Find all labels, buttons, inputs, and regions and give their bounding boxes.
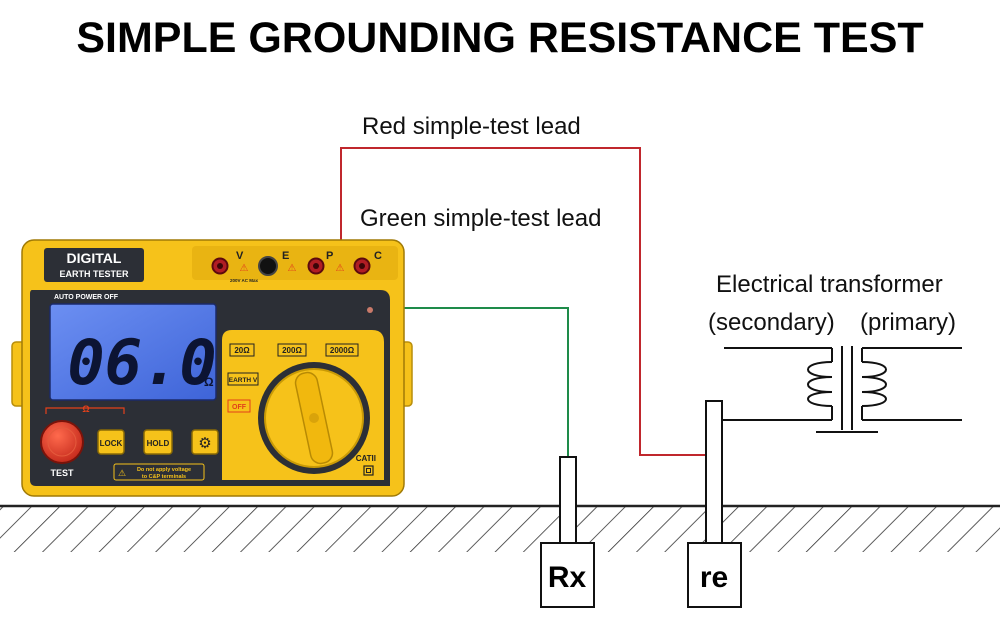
test-button[interactable] [40,420,84,464]
warning-voltage-label: 200V AC Max [230,278,259,283]
lcd-display [49,303,217,401]
settings-button[interactable] [191,429,219,455]
auto-power-off-label: AUTO POWER OFF [54,294,119,301]
brand-line2: EARTH TESTER [59,269,129,279]
cat-rating-label: CATII [356,454,376,463]
caution-plate [113,463,205,481]
warning-e-icon: ⚠ [288,263,297,274]
range-200-label: 200Ω [282,346,302,355]
omega-bracket-label: Ω [82,404,89,414]
rx-label: Rx [548,561,587,594]
lock-button[interactable] [97,429,125,455]
lcd-value: 06.0 [67,326,216,399]
terminal-e-label: E [282,250,289,262]
earth-v-label: EARTH V [229,377,258,384]
re-label: re [700,561,728,594]
double-insulation-icon [363,465,374,476]
rx-ground-rod: Rx [540,456,595,608]
terminal-v-label: V [236,250,244,262]
warning-p-icon: ⚠ [336,263,345,274]
brand-plate [44,248,144,282]
brand-line1: DIGITAL [67,250,122,266]
primary-label: (primary) [860,309,956,336]
lock-button-label: LOCK [100,439,123,448]
red-lead-label: Red simple-test lead [362,113,581,140]
secondary-label: (secondary) [708,309,835,336]
transformer-label: Electrical transformer [716,271,943,298]
rotary-selector-dial[interactable] [258,362,370,474]
range-20-label: 20Ω [234,346,250,355]
terminal-e[interactable] [258,256,278,276]
range-2000-label: 2000Ω [330,346,355,355]
caution-label: Do not apply voltage [137,467,191,473]
re-ground-rod: re [687,400,742,608]
secondary-coil [807,361,833,407]
warning-v-icon: ⚠ [240,263,249,274]
lcd-unit: Ω [204,375,214,389]
primary-coil [861,361,887,407]
off-label: OFF [232,404,247,411]
caution-icon: ⚠ [118,468,126,478]
ground [0,504,1000,552]
hold-button[interactable] [143,429,173,455]
earth-tester-meter: DIGITAL EARTH TESTER AUTO POWER OFF 06.0… [11,239,413,497]
gear-icon: ⚙ [198,435,211,452]
test-button-label: TEST [50,468,74,478]
green-lead-label: Green simple-test lead [360,205,601,232]
hold-button-label: HOLD [147,439,170,448]
diagram-title: SIMPLE GROUNDING RESISTANCE TEST [76,14,923,62]
terminal-c-label: C [374,250,382,262]
caution-label-2: to C&P terminals [142,474,186,480]
transformer: Electrical transformer (secondary) (prim… [708,271,962,433]
indicator-led [367,307,373,313]
terminal-p-label: P [326,250,333,262]
